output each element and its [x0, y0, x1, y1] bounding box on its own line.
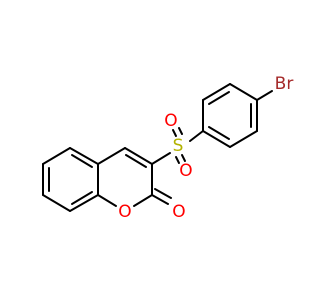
bond — [71, 154, 93, 168]
bond — [202, 130, 231, 148]
bond — [69, 147, 99, 165]
bond — [229, 130, 258, 148]
bond — [202, 83, 231, 101]
bond — [178, 127, 183, 135]
structure-drawing: S O O Br O O — [42, 74, 293, 222]
bond — [124, 147, 153, 165]
bromine-atom-label: Br — [275, 74, 294, 94]
bond — [97, 194, 117, 207]
sulfur-atom-label: S — [173, 136, 184, 156]
bond — [208, 91, 230, 105]
bond — [69, 194, 99, 212]
bond — [154, 188, 172, 199]
molecule-canvas: S O O Br O O — [42, 74, 294, 222]
bond — [125, 154, 147, 168]
bond — [42, 147, 71, 165]
bond — [42, 194, 71, 212]
atom-label-layer: S O O Br O O — [118, 74, 293, 222]
bond — [133, 194, 153, 207]
sulfonyl-oxygen-top-label: O — [164, 111, 177, 131]
bond — [229, 83, 258, 101]
bond — [256, 90, 273, 101]
bond — [151, 194, 169, 205]
bond — [97, 147, 126, 165]
bond — [181, 154, 186, 162]
bond-layer — [42, 83, 273, 212]
bond — [175, 156, 180, 164]
ring-oxygen-label: O — [118, 202, 131, 222]
bond — [189, 130, 204, 142]
bond — [71, 191, 93, 205]
bond — [208, 126, 230, 140]
sulfonyl-oxygen-bottom-label: O — [179, 161, 192, 181]
bond — [172, 129, 177, 137]
carbonyl-oxygen-label: O — [172, 202, 185, 222]
bond — [151, 152, 171, 165]
